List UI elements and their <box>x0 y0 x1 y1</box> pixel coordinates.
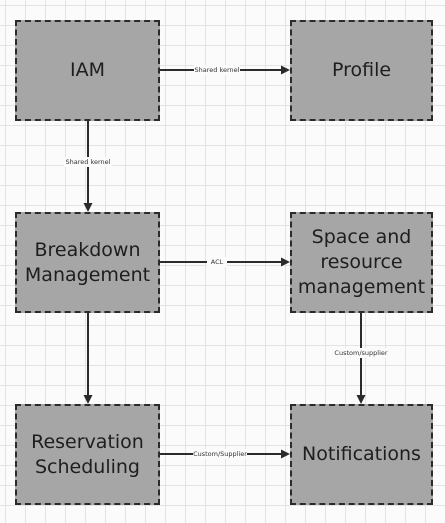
node-notifications-label: Notifications <box>302 443 421 465</box>
edge-breakdown-reservation[interactable] <box>83 313 93 404</box>
edge-label-iam-breakdown: Shared kernel <box>66 158 111 166</box>
node-iam[interactable]: IAM <box>15 20 160 121</box>
arrowhead-icon <box>281 65 290 75</box>
arrowhead-icon <box>83 395 93 404</box>
node-space-and-resource-management[interactable]: Space and resource management <box>290 212 433 313</box>
node-iam-label: IAM <box>70 59 105 81</box>
edge-label-iam-profile: Shared kernel <box>195 66 240 74</box>
edge-reservation-notifications[interactable]: Custom/Supplier <box>160 449 290 459</box>
arrowhead-icon <box>83 203 93 212</box>
node-profile-label: Profile <box>331 59 392 81</box>
edge-label-breakdown-space: ACL <box>211 258 224 266</box>
edge-iam-breakdown[interactable]: Shared kernel <box>64 121 112 212</box>
node-profile[interactable]: Profile <box>290 20 433 121</box>
arrowhead-icon <box>356 395 366 404</box>
node-reservation-scheduling-label: Reservation Scheduling <box>31 430 144 478</box>
node-reservation-scheduling[interactable]: Reservation Scheduling <box>15 404 160 505</box>
edge-label-reservation-notifications: Custom/Supplier <box>193 450 247 458</box>
edge-label-space-notifications: Custom/supplier <box>334 349 387 357</box>
node-notifications[interactable]: Notifications <box>290 404 433 505</box>
edge-breakdown-space[interactable]: ACL <box>160 257 290 267</box>
edge-iam-profile[interactable]: Shared kernel <box>160 65 290 75</box>
edge-space-notifications[interactable]: Custom/supplier <box>334 313 388 404</box>
arrowhead-icon <box>281 257 290 267</box>
arrowhead-icon <box>281 449 290 459</box>
node-breakdown-management-label: Breakdown Management <box>24 238 151 286</box>
node-breakdown-management[interactable]: Breakdown Management <box>15 212 160 313</box>
node-space-and-resource-management-label: Space and resource management <box>297 226 426 298</box>
